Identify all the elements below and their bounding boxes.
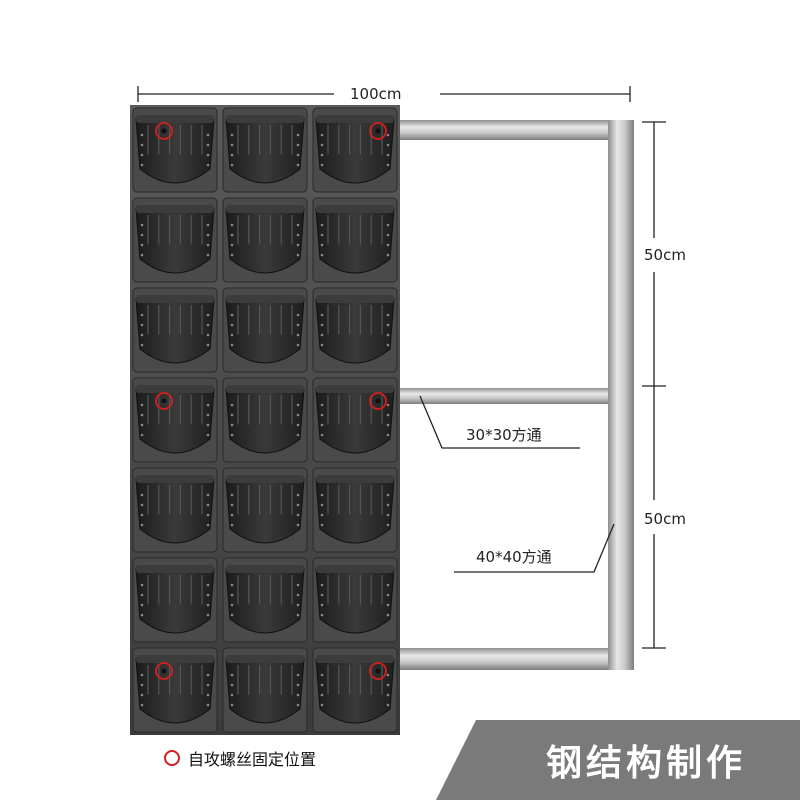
width-label: 100cm <box>350 85 402 103</box>
screw-position-icon <box>155 122 173 140</box>
screw-position-icon <box>369 662 387 680</box>
planter-pocket <box>312 377 398 463</box>
planter-pocket <box>222 467 308 553</box>
legend: 自攻螺丝固定位置 <box>164 746 316 770</box>
frame-bottom-bar <box>398 648 634 670</box>
banner-title: 钢结构制作 <box>545 743 746 784</box>
planter-pocket <box>222 647 308 733</box>
height-bottom-label: 50cm <box>644 510 686 528</box>
height-top-label: 50cm <box>644 246 686 264</box>
planter-pocket <box>222 377 308 463</box>
planter-pocket <box>312 197 398 283</box>
planter-wall <box>130 105 400 735</box>
steel-frame <box>398 120 634 670</box>
legend-label: 自攻螺丝固定位置 <box>188 750 317 769</box>
screw-marker-icon <box>164 750 180 766</box>
planter-pocket <box>312 287 398 373</box>
width-dimension <box>137 86 631 102</box>
frame-top-bar <box>398 120 634 140</box>
planter-pocket <box>132 377 218 463</box>
planter-pocket <box>222 197 308 283</box>
screw-position-icon <box>369 392 387 410</box>
planter-pocket <box>222 557 308 643</box>
planter-pocket <box>132 197 218 283</box>
callout-lines <box>419 395 615 573</box>
frame-right-post <box>608 120 634 670</box>
height-dimension <box>642 121 666 649</box>
planter-pocket <box>132 107 218 193</box>
planter-pocket <box>312 107 398 193</box>
screw-position-icon <box>155 662 173 680</box>
callout-30x30: 30*30方通 <box>466 426 542 444</box>
planter-pocket <box>312 557 398 643</box>
screw-position-icon <box>155 392 173 410</box>
frame-middle-bar <box>398 388 634 404</box>
planter-pocket <box>132 557 218 643</box>
planter-pocket <box>222 107 308 193</box>
planter-pocket <box>312 647 398 733</box>
planter-pocket <box>312 467 398 553</box>
planter-pocket <box>222 287 308 373</box>
planter-pocket <box>132 647 218 733</box>
planter-pocket <box>132 467 218 553</box>
callout-40x40: 40*40方通 <box>476 548 552 566</box>
planter-pocket <box>132 287 218 373</box>
screw-position-icon <box>369 122 387 140</box>
